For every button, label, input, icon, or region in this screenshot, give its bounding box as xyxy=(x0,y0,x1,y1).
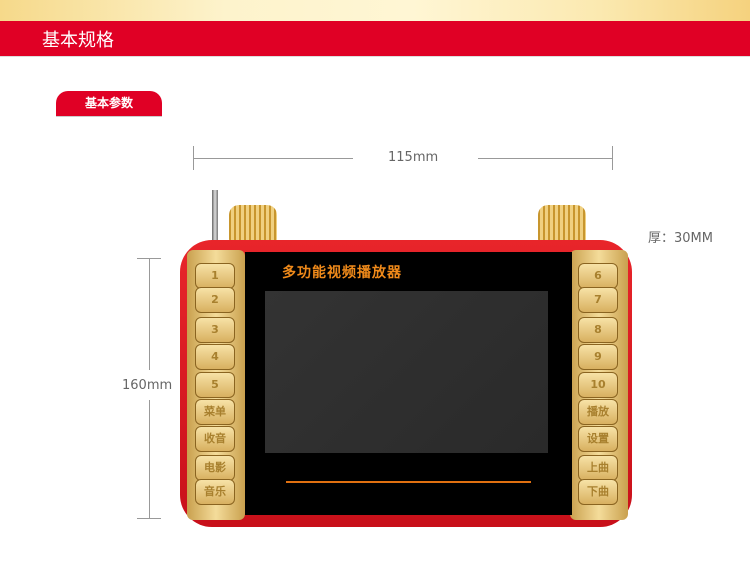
orange-line xyxy=(286,481,531,483)
height-line-top xyxy=(149,258,150,370)
device-button: 电影 xyxy=(195,455,235,481)
width-line-right xyxy=(478,158,612,159)
thickness-label: 厚：30MM xyxy=(648,231,713,246)
page-title: 基本规格 xyxy=(42,30,114,51)
height-label: 160mm xyxy=(122,378,173,393)
device-button: 7 xyxy=(578,287,618,313)
header-bar xyxy=(0,21,750,57)
device-button: 播放 xyxy=(578,399,618,425)
device-button: 1 xyxy=(195,263,235,289)
device-button: 10 xyxy=(578,372,618,398)
device-button: 上曲 xyxy=(578,455,618,481)
dim-tick-bottom xyxy=(137,518,161,519)
width-line-left xyxy=(193,158,353,159)
device-button: 设置 xyxy=(578,426,618,452)
device-button: 6 xyxy=(578,263,618,289)
device-button: 4 xyxy=(195,344,235,370)
device-button: 8 xyxy=(578,317,618,343)
dim-tick-right xyxy=(612,146,613,170)
device-button: 收音 xyxy=(195,426,235,452)
device-button: 3 xyxy=(195,317,235,343)
left-knob xyxy=(229,205,277,241)
device-button: 2 xyxy=(195,287,235,313)
width-label: 115mm xyxy=(388,150,439,165)
right-knob xyxy=(538,205,586,241)
device-button: 5 xyxy=(195,372,235,398)
antenna xyxy=(212,190,218,242)
device-brand-text: 多功能视频播放器 xyxy=(282,265,402,281)
device-button: 音乐 xyxy=(195,479,235,505)
device-button: 菜单 xyxy=(195,399,235,425)
lcd-screen xyxy=(265,291,548,453)
height-line-bottom xyxy=(149,400,150,518)
gold-banner xyxy=(0,0,750,21)
device-button: 9 xyxy=(578,344,618,370)
device-button: 下曲 xyxy=(578,479,618,505)
section-tab: 基本参数 xyxy=(56,91,162,117)
